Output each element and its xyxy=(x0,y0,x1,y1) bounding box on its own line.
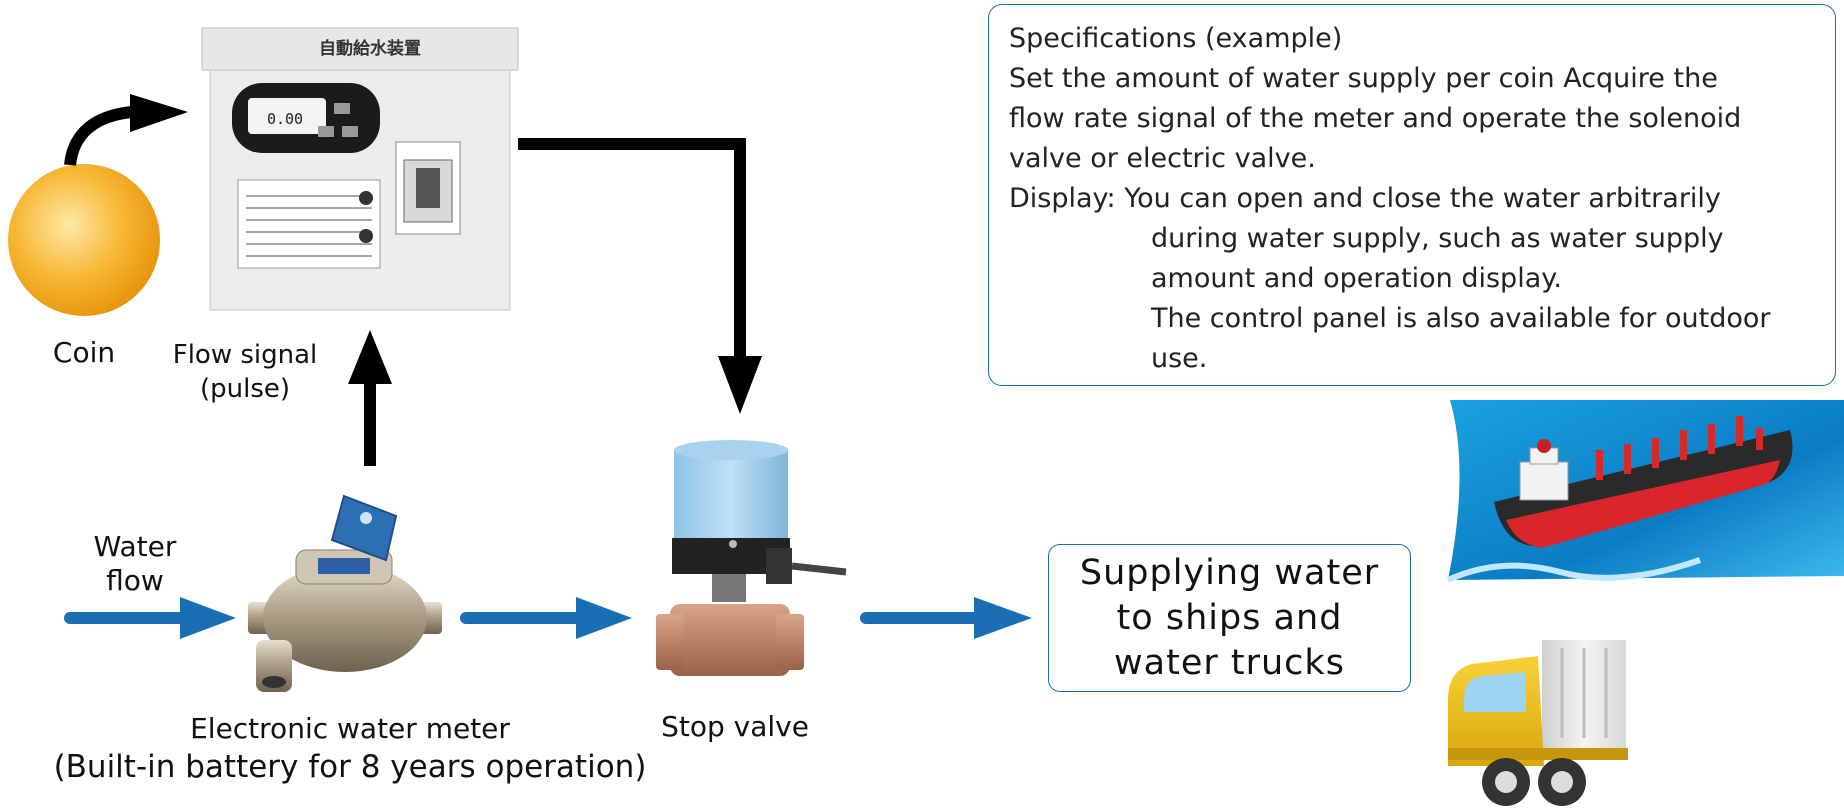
control-panel-title: 自動給水装置 xyxy=(319,39,421,59)
water-meter-image xyxy=(248,494,442,692)
specifications-line: Set the amount of water supply per coin … xyxy=(1009,63,1718,94)
water-flow-arrow-2 xyxy=(460,597,632,639)
specifications-line: valve or electric valve. xyxy=(1009,143,1316,174)
specifications-display-line: Display: You can open and close the wate… xyxy=(1009,183,1721,214)
flow-signal-arrow xyxy=(348,330,392,466)
water-flow-label-line1: Water xyxy=(93,530,177,563)
specifications-title: Specifications (example) xyxy=(1009,23,1343,54)
truck-icon xyxy=(1448,640,1628,806)
coin-insert-arrow xyxy=(64,94,188,166)
water-flow-label-line2: flow xyxy=(106,564,164,597)
water-flow-arrow-3 xyxy=(860,597,1032,639)
specifications-display-line: during water supply, such as water suppl… xyxy=(1151,223,1724,254)
flow-signal-label-line2: (pulse) xyxy=(199,374,291,404)
stop-valve-label: Stop valve xyxy=(661,710,809,743)
supply-destination-box: Supplying water to ships and water truck… xyxy=(1048,544,1411,692)
control-panel-display-value: 0.00 xyxy=(266,110,304,128)
control-panel-image xyxy=(201,27,519,311)
coin-label: Coin xyxy=(52,336,116,369)
flow-signal-label-line1: Flow signal xyxy=(172,340,318,370)
specifications-line: flow rate signal of the meter and operat… xyxy=(1009,103,1742,134)
supply-line: Supplying water xyxy=(1079,552,1380,593)
specifications-box: Specifications (example) Set the amount … xyxy=(988,4,1836,386)
water-flow-arrow-1 xyxy=(64,597,236,639)
control-signal-arrow xyxy=(518,138,762,414)
water-flow-label: Water flow xyxy=(70,530,200,598)
water-meter-label: Electronic water meter (Built-in battery… xyxy=(50,710,650,786)
specifications-display-line: The control panel is also available for … xyxy=(1151,303,1771,334)
ship-icon xyxy=(1446,400,1844,583)
specifications-display-line: amount and operation display. xyxy=(1151,263,1562,294)
water-meter-label-line2: (Built-in battery for 8 years operation) xyxy=(53,749,647,785)
coin-icon xyxy=(8,164,160,316)
water-meter-label-line1: Electronic water meter xyxy=(190,712,510,745)
stop-valve-image xyxy=(656,440,847,676)
flow-signal-label: Flow signal (pulse) xyxy=(150,338,340,406)
supply-line: water trucks xyxy=(1114,642,1345,683)
supply-line: to ships and xyxy=(1116,597,1343,638)
specifications-display-line: use. xyxy=(1151,343,1208,374)
